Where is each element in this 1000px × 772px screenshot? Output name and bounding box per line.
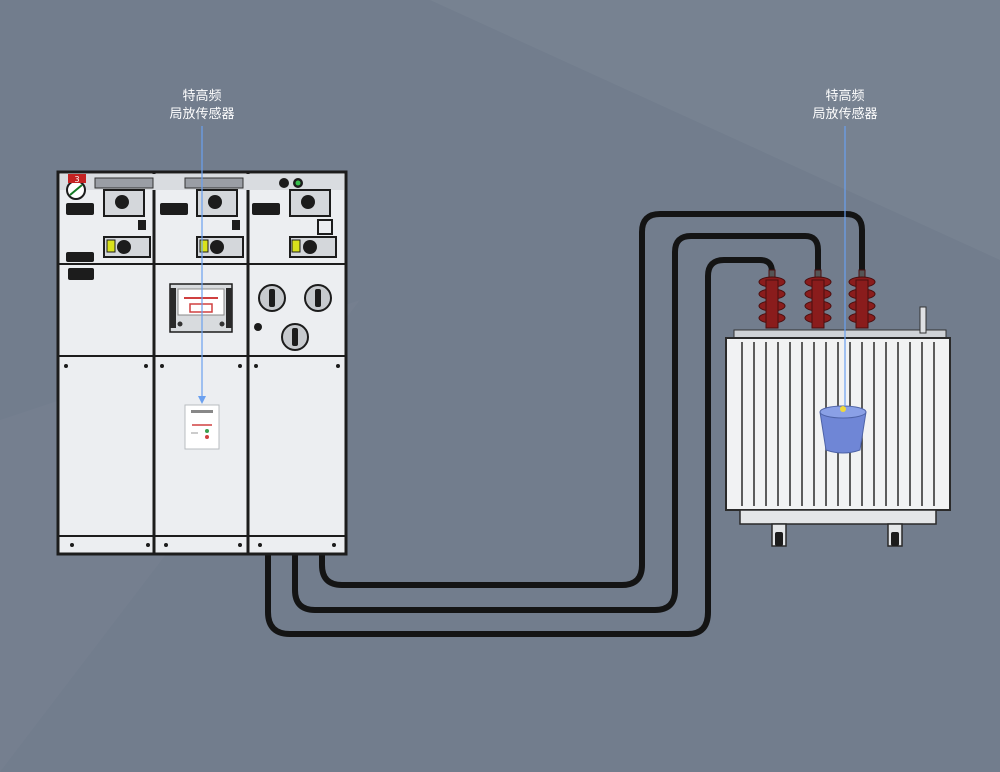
svg-text:3: 3 xyxy=(74,175,79,184)
cabinet-badge xyxy=(68,174,86,183)
sensor-label-right-line2: 局放传感器 xyxy=(812,107,878,122)
sensor-leader-lines xyxy=(198,126,846,406)
hv-bushings xyxy=(758,269,876,329)
cable-1 xyxy=(319,211,865,588)
rotary-switches xyxy=(254,284,332,351)
uhf-sensor-left xyxy=(184,404,220,450)
sensor-label-left-line2: 局放传感器 xyxy=(169,107,235,122)
cable-3 xyxy=(265,257,775,637)
sensor-label-right-line1: 特高频 xyxy=(825,89,865,104)
cable-2 xyxy=(292,233,821,613)
sensor-label-right: 特高频 局放传感器 xyxy=(785,88,905,124)
protection-relay xyxy=(169,283,233,333)
sensor-label-left-line1: 特高频 xyxy=(182,89,222,104)
bushing-c xyxy=(848,269,876,329)
uhf-sensor-right xyxy=(819,405,867,454)
bushing-a xyxy=(758,269,786,329)
sensor-label-left: 特高频 局放传感器 xyxy=(142,88,262,124)
power-cables xyxy=(265,211,865,637)
power-transformer xyxy=(725,269,951,547)
bushing-b xyxy=(804,269,832,329)
